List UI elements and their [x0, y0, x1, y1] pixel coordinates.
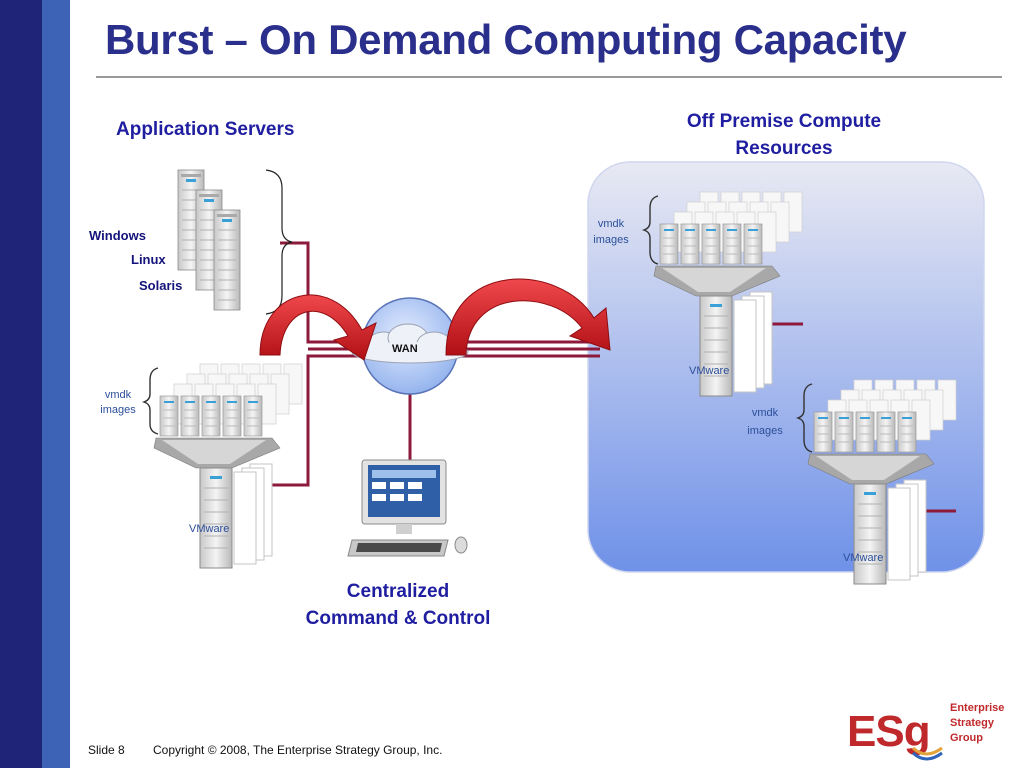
cloud-bottom-vmdk-label-line2: images: [747, 425, 783, 437]
command-control-computer-icon: [347, 459, 468, 557]
cloud-bottom-vmdk-brace: [795, 383, 813, 453]
title-divider: [96, 76, 1002, 78]
central-command-label-line2: Command & Control: [305, 608, 491, 629]
app-servers-brace: [265, 169, 293, 315]
local-vmware-cluster: [154, 364, 302, 568]
application-server-racks: [177, 169, 241, 311]
sidebar-light-stripe: [42, 0, 70, 768]
local-vmdk-label: vmdk images: [90, 388, 146, 418]
sidebar-dark-stripe: [0, 0, 42, 768]
slide-title: Burst – On Demand Computing Capacity: [105, 16, 907, 63]
cloud-top-vmdk-label-line2: images: [593, 234, 629, 246]
logo-line-group: Group: [950, 732, 983, 744]
cloud-top-vmdk-brace: [641, 195, 659, 265]
esg-logo: Enterprise Strategy Group: [842, 696, 1012, 762]
cloud-bottom-vmdk-label-line1: vmdk: [751, 407, 779, 419]
arrow-to-cloud: [445, 278, 611, 356]
footer-copyright: Copyright © 2008, The Enterprise Strateg…: [153, 743, 443, 757]
os-label-solaris: Solaris: [139, 278, 183, 293]
cloud-top-vmdk-label-line1: vmdk: [597, 218, 625, 230]
central-command-label-line1: Centralized: [346, 581, 450, 602]
local-vmdk-label-line2: images: [100, 404, 136, 416]
logo-line-enterprise: Enterprise: [950, 702, 1005, 714]
cloud-top-vmware-label: VMware: [689, 365, 730, 377]
local-vmdk-brace: [141, 367, 159, 435]
off-premise-label: Off Premise Compute Resources: [646, 108, 922, 162]
os-label-windows: Windows: [89, 228, 146, 243]
wan-label: WAN: [392, 343, 418, 355]
logo-line-strategy: Strategy: [950, 717, 995, 729]
local-vmdk-label-line1: vmdk: [104, 389, 132, 401]
cloud-bottom-vmdk-label: vmdk images: [736, 404, 794, 440]
off-premise-label-line2: Resources: [735, 138, 833, 159]
os-label-linux: Linux: [131, 252, 166, 267]
cloud-bottom-vmware-label: VMware: [843, 552, 884, 564]
central-command-label: Centralized Command & Control: [278, 578, 518, 632]
svg-text:ESg: ESg: [847, 707, 930, 756]
esg-logo-mark: ESg: [847, 707, 943, 761]
off-premise-label-line1: Off Premise Compute: [686, 111, 882, 132]
burst-arrows: [259, 278, 611, 361]
local-vmware-label: VMware: [189, 523, 230, 535]
arrow-to-wan: [259, 294, 377, 361]
cloud-top-vmdk-label: vmdk images: [582, 216, 640, 248]
application-servers-label: Application Servers: [116, 119, 295, 140]
footer-slide-number: Slide 8: [88, 743, 125, 757]
